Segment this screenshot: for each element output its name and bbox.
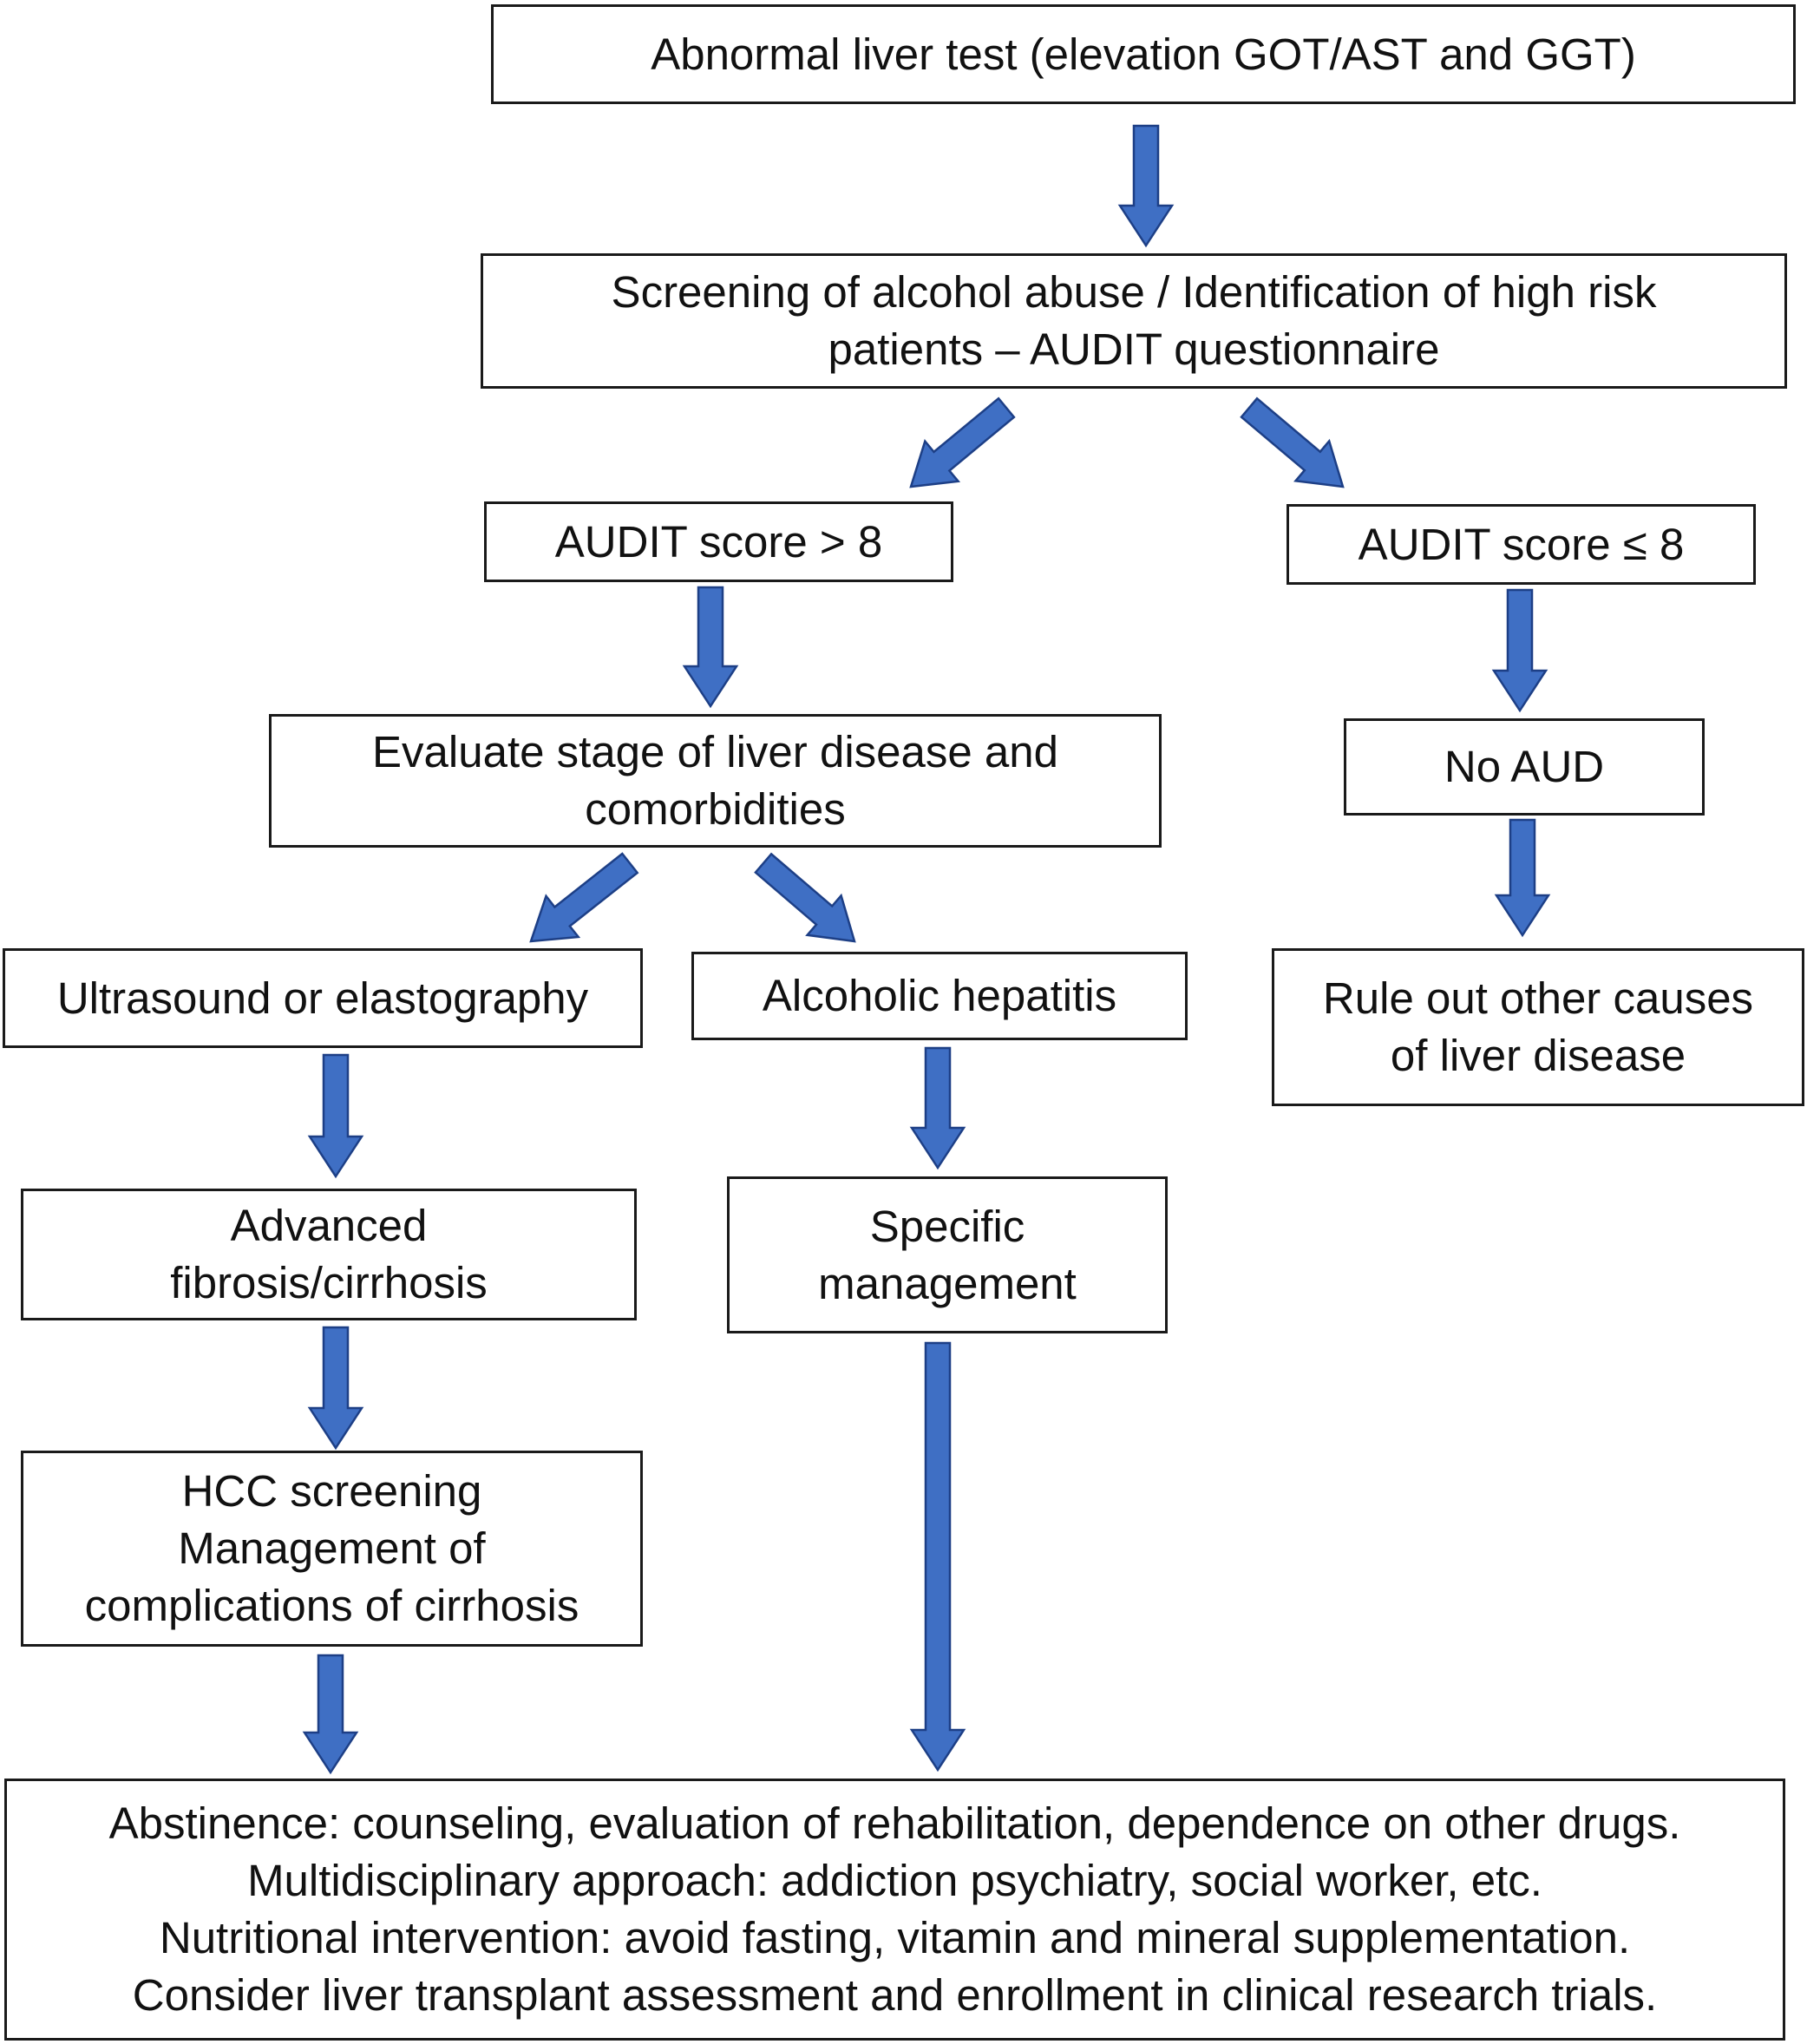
node-text: Ultrasound or elastography (57, 970, 588, 1027)
arrow-audit-high-to-evaluate-stage (682, 586, 739, 709)
node-no-aud: No AUD (1344, 718, 1705, 816)
node-text-line: Specific (869, 1201, 1025, 1251)
node-text-line: complications of cirrhosis (84, 1581, 579, 1630)
node-audit-score-high: AUDIT score > 8 (484, 501, 953, 582)
node-abnormal-liver-test: Abnormal liver test (elevation GOT/AST a… (491, 4, 1796, 104)
node-text-line: of liver disease (1390, 1031, 1686, 1080)
arrow-alcoholic-hepatitis-to-specific-management (909, 1046, 966, 1170)
node-text: AUDIT score > 8 (555, 514, 882, 571)
node-text-line: Screening of alcohol abuse / Identificat… (611, 267, 1657, 317)
arrow-screening-to-audit-high (909, 396, 1016, 488)
node-alcohol-screening: Screening of alcohol abuse / Identificat… (481, 253, 1787, 389)
arrow-hcc-screening-to-abstinence (302, 1654, 359, 1775)
node-text-line: patients – AUDIT questionnaire (828, 324, 1440, 374)
arrow-audit-low-to-no-aud (1491, 588, 1548, 713)
node-text: Abnormal liver test (elevation GOT/AST a… (651, 26, 1636, 83)
node-text-line: AUDIT score > 8 (554, 516, 883, 567)
arrow-ultrasound-to-advanced-fibrosis (307, 1053, 364, 1179)
arrow-specific-management-to-abstinence (909, 1341, 966, 1772)
node-text: Rule out other causes of liver disease (1323, 970, 1753, 1084)
node-text-line: AUDIT score ≤ 8 (1358, 519, 1685, 569)
node-text: Abstinence: counseling, evaluation of re… (109, 1795, 1681, 2024)
node-text-line: Alcoholic hepatitis (762, 971, 1117, 1020)
node-text: No AUD (1444, 738, 1604, 796)
node-text-line: Nutritional intervention: avoid fasting,… (159, 1913, 1631, 1962)
node-ultrasound-elastography: Ultrasound or elastography (3, 948, 643, 1048)
node-specific-management: Specific management (727, 1176, 1168, 1333)
node-text-line: Evaluate stage of liver disease and (372, 727, 1058, 776)
node-text-line: Consider liver transplant assessment and… (132, 1970, 1658, 2020)
node-text-line: Rule out other causes (1322, 973, 1754, 1023)
node-text: Advanced fibrosis/cirrhosis (170, 1197, 488, 1312)
node-text-line: Management of (178, 1523, 486, 1573)
node-evaluate-stage: Evaluate stage of liver disease and comor… (269, 714, 1162, 848)
node-text-line: Multidisciplinary approach: addiction ps… (247, 1856, 1542, 1905)
arrow-abnormal-test-to-screening (1117, 124, 1175, 248)
node-text: Alcoholic hepatitis (763, 967, 1116, 1025)
node-text: Specific management (818, 1198, 1077, 1313)
node-text: Evaluate stage of liver disease and comor… (372, 724, 1058, 838)
node-text-line: Ultrasound or elastography (56, 973, 589, 1023)
arrow-evaluate-stage-to-ultrasound (529, 852, 639, 943)
arrow-no-aud-to-rule-out (1494, 818, 1551, 938)
node-text-line: Abnormal liver test (elevation GOT/AST a… (651, 29, 1636, 79)
arrow-evaluate-stage-to-alcoholic-hepatitis (754, 852, 856, 943)
arrow-screening-to-audit-low (1240, 396, 1345, 488)
node-text: Screening of alcohol abuse / Identificat… (612, 264, 1657, 378)
node-audit-score-low: AUDIT score ≤ 8 (1287, 504, 1756, 585)
node-text-line: fibrosis/cirrhosis (170, 1258, 488, 1307)
arrow-advanced-fibrosis-to-hcc-screening (307, 1326, 364, 1451)
node-rule-out-other-causes: Rule out other causes of liver disease (1272, 948, 1804, 1106)
node-abstinence-recommendations: Abstinence: counseling, evaluation of re… (4, 1779, 1785, 2041)
node-text-line: No AUD (1444, 742, 1605, 791)
node-text-line: comorbidities (585, 784, 846, 834)
node-alcoholic-hepatitis: Alcoholic hepatitis (691, 952, 1188, 1040)
node-text: AUDIT score ≤ 8 (1359, 516, 1685, 573)
node-advanced-fibrosis: Advanced fibrosis/cirrhosis (21, 1189, 637, 1320)
node-text-line: HCC screening (181, 1466, 482, 1516)
node-text-line: management (818, 1258, 1077, 1308)
node-text-line: Abstinence: counseling, evaluation of re… (108, 1798, 1681, 1848)
node-text-line: Advanced (230, 1201, 428, 1250)
